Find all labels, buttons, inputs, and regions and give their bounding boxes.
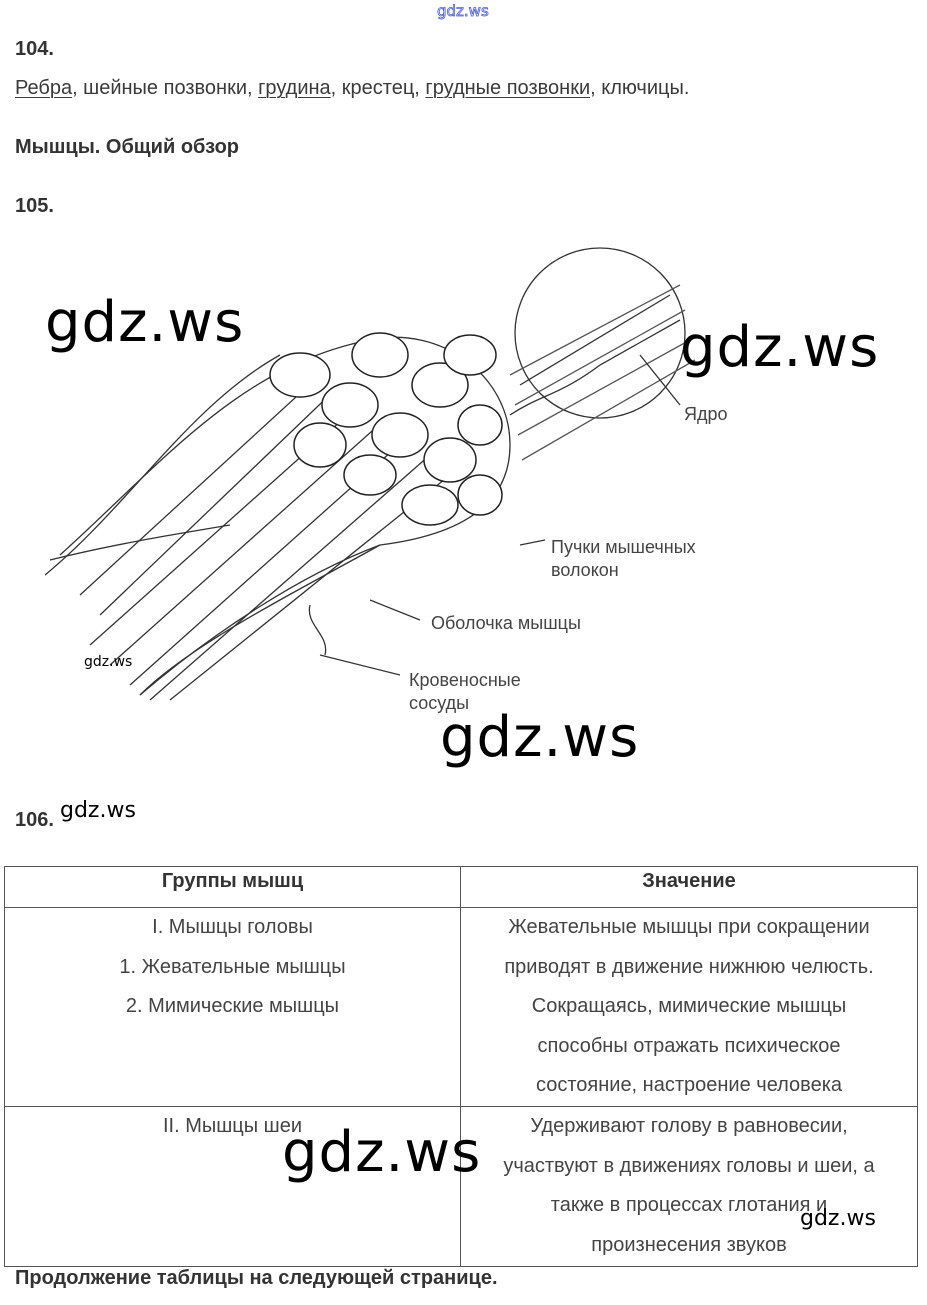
answer-part: Ребра xyxy=(15,77,73,99)
muscle-structure-illustration xyxy=(44,247,696,701)
answer-part: грудные позвонки xyxy=(425,77,591,99)
cell-line: 1. Жевательные мышцы xyxy=(119,955,346,978)
question-104-number: 104. xyxy=(15,38,54,60)
answer-part: , крестец, xyxy=(330,77,426,99)
answer-part: , ключицы. xyxy=(590,77,690,99)
answer-part: , шейные позвонки, xyxy=(72,77,259,99)
question-106-number: 106. xyxy=(15,809,54,831)
cell-group: II. Мышцы шеи xyxy=(4,1105,461,1267)
muscle-groups-table: Группы мышц Значение I. Мышцы головы 1. … xyxy=(4,866,918,1267)
cell-line: приводят в движение нижнюю челюсть. xyxy=(504,955,874,978)
cell-line: I. Мышцы головы xyxy=(152,916,313,938)
watermark: gdz.ws xyxy=(60,798,136,823)
cell-line: Жевательные мышцы при сокращении xyxy=(508,916,870,938)
cell-line: произнесения звуков xyxy=(591,1233,787,1256)
header-groups: Группы мышц xyxy=(4,866,461,908)
cell-line: Сокращаясь, мимические мышцы xyxy=(531,995,847,1018)
cell-line: 2. Мимические мышцы xyxy=(125,995,340,1018)
label-vessels-line1: Кровеносные xyxy=(409,670,521,690)
section-title: Мышцы. Общий обзор xyxy=(15,136,240,158)
label-vessels-line2: сосуды xyxy=(409,693,470,713)
header-meaning: Значение xyxy=(460,866,918,908)
cell-line: состояние, настроение человека xyxy=(535,1074,842,1097)
cell-meaning: Жевательные мышцы при сокращении приводя… xyxy=(460,907,918,1107)
label-nucleus: Ядро xyxy=(684,404,728,424)
answer-part: грудина xyxy=(258,77,331,99)
watermark: gdz.ws xyxy=(680,315,880,380)
watermark: gdz.ws xyxy=(84,654,133,670)
cell-group: I. Мышцы головы 1. Жевательные мышцы 2. … xyxy=(4,907,461,1107)
watermark: gdz.ws xyxy=(800,1206,876,1231)
table-row: I. Мышцы головы 1. Жевательные мышцы 2. … xyxy=(4,907,918,1107)
cell-line: II. Мышцы шеи xyxy=(162,1114,303,1137)
question-105-number: 105. xyxy=(15,195,54,217)
watermark-top: gdz.ws xyxy=(437,2,490,21)
table-row: II. Мышцы шеи Удерживают голову в равнов… xyxy=(4,1105,918,1267)
label-sheath: Оболочка мышцы xyxy=(431,613,581,633)
watermark: gdz.ws xyxy=(282,1120,482,1185)
question-104-answer: Ребра, шейные позвонки, грудина, крестец… xyxy=(15,77,689,100)
label-bundles-line2: волокон xyxy=(551,560,619,580)
cell-line: также в процессах глотания и xyxy=(550,1194,828,1217)
cell-line: способны отражать психическое xyxy=(537,1034,841,1057)
cell-line: Удерживают голову в равновесии, xyxy=(530,1114,848,1137)
label-bundles-line1: Пучки мышечных xyxy=(551,537,696,557)
footer-note: Продолжение таблицы на следующей страниц… xyxy=(15,1267,498,1289)
table-header-row: Группы мышц Значение xyxy=(4,866,918,908)
watermark: gdz.ws xyxy=(45,290,245,355)
cell-line: участвуют в движениях головы и шеи, а xyxy=(503,1154,875,1177)
watermark: gdz.ws xyxy=(440,705,640,770)
cell-meaning: Удерживают голову в равновесии, участвую… xyxy=(460,1105,918,1267)
